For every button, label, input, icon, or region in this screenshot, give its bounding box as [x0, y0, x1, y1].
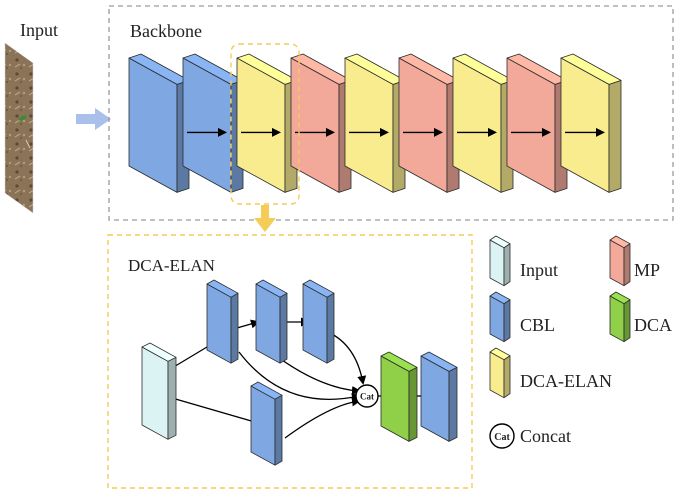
concat-node: Cat — [355, 384, 379, 408]
legend-input-swatch — [489, 235, 511, 287]
legend-dca-elan-label: DCA-ELAN — [520, 371, 612, 391]
backbone-title: Backbone — [130, 21, 202, 41]
input-title: Input — [20, 20, 58, 40]
backbone-blocks — [128, 53, 622, 193]
legend — [489, 235, 631, 399]
backbone-block-mp — [398, 53, 460, 193]
input-image — [4, 42, 34, 214]
backbone-block-dca-elan — [344, 53, 406, 193]
legend-dca-elan-swatch — [489, 347, 511, 399]
concat-node-label: Cat — [360, 392, 374, 402]
legend-cat-symbol-label: Cat — [494, 432, 510, 443]
detail-input-block — [141, 342, 177, 440]
backbone-block-dca-elan — [560, 53, 622, 193]
legend-concat-symbol: Cat — [489, 423, 515, 449]
detail-cbl-block-2 — [255, 279, 288, 364]
detail-cbl-block-4 — [250, 381, 283, 466]
backbone-block-dca-elan — [236, 53, 298, 193]
highlight-box — [230, 43, 300, 205]
detail-dca-block — [380, 351, 418, 442]
backbone-frame — [108, 5, 674, 221]
legend-cbl-swatch — [489, 291, 511, 343]
legend-input-label: Input — [520, 260, 558, 280]
backbone-block-dca-elan — [452, 53, 514, 193]
dca-elan-title: DCA-ELAN — [128, 256, 215, 275]
seedling-icon — [18, 115, 27, 121]
dca-elan-frame — [107, 234, 473, 489]
legend-mp-swatch — [609, 235, 631, 287]
detail-cbl-block-3 — [302, 279, 335, 364]
legend-dca-swatch — [609, 291, 631, 343]
backbone-block-cbl — [182, 53, 244, 193]
legend-dca-label: DCA — [634, 315, 672, 335]
flow-arrow-icon — [76, 108, 111, 130]
expand-arrow-icon — [254, 205, 276, 232]
legend-mp-label: MP — [634, 260, 660, 280]
detail-blocks — [141, 279, 458, 466]
legend-concat-label: Concat — [520, 426, 571, 446]
detail-cbl-block-out — [420, 351, 458, 442]
legend-cbl-label: CBL — [520, 315, 555, 335]
detail-cbl-block-1 — [206, 279, 239, 364]
backbone-block-mp — [290, 53, 352, 193]
backbone-block-mp — [506, 53, 568, 193]
backbone-block-cbl — [128, 53, 190, 193]
